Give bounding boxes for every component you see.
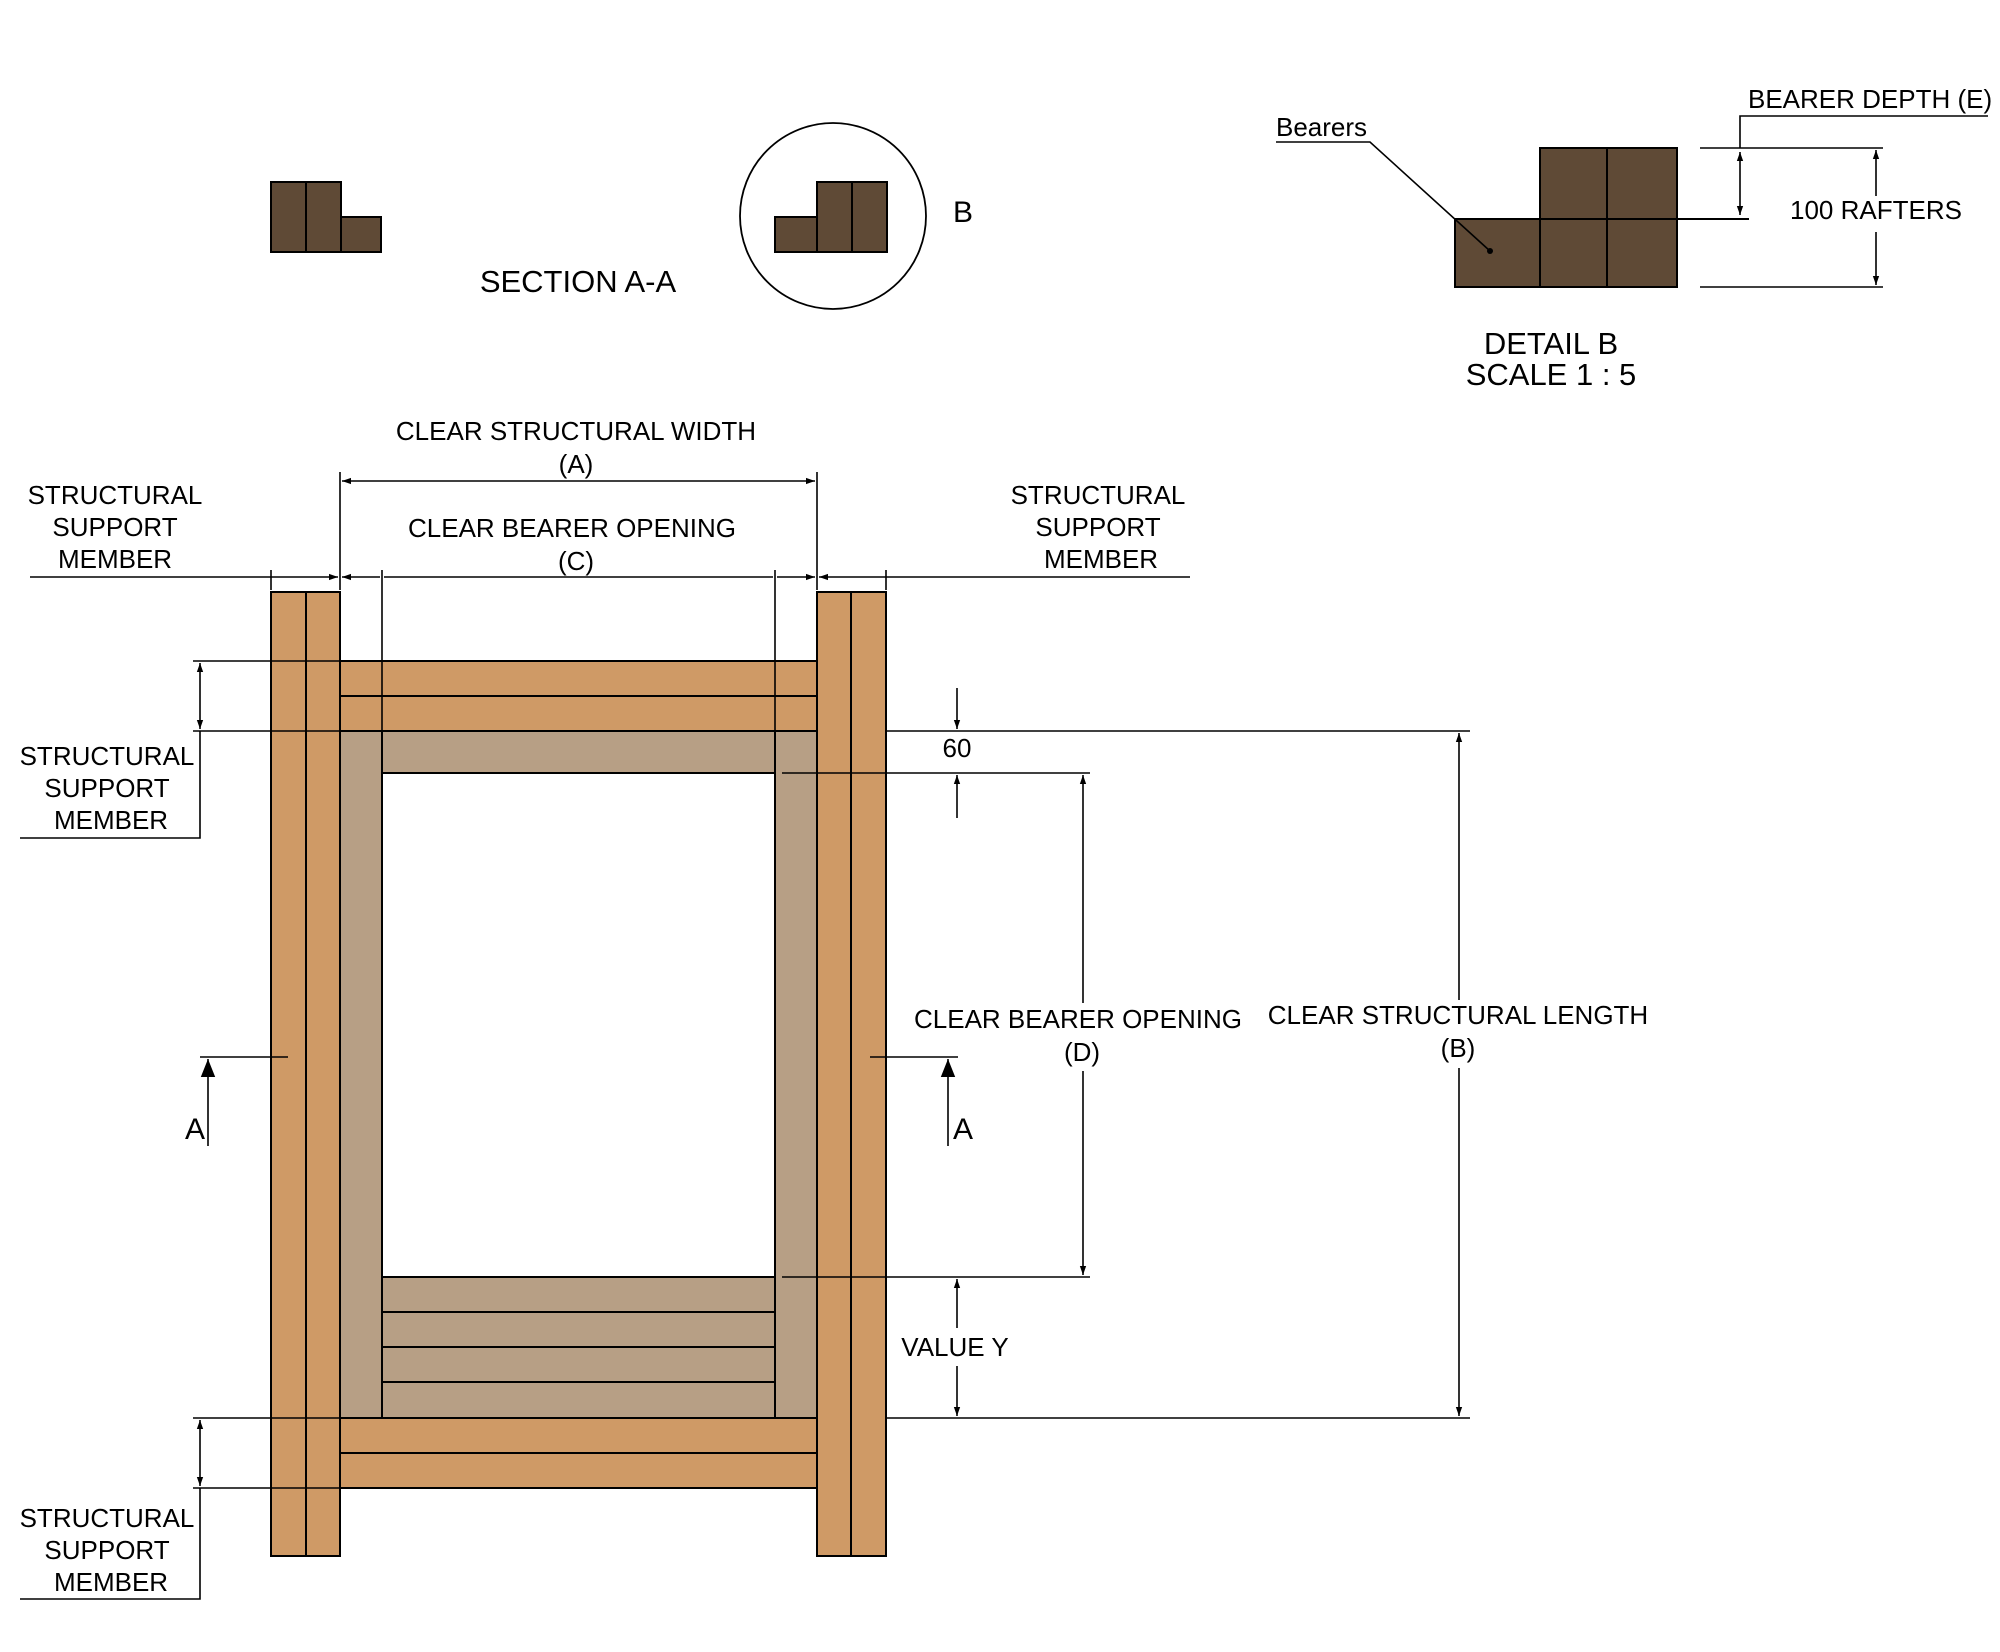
section-aa-right-profile: [774, 181, 888, 253]
ssm-side-upper-2: SUPPORT: [44, 773, 169, 803]
bearer-right: [774, 730, 818, 1419]
ssm-left-top-1: STRUCTURAL: [28, 480, 203, 510]
bearer-left: [339, 730, 383, 1419]
detail-callout-letter: B: [953, 196, 973, 229]
ssm-side-lower-1: STRUCTURAL: [20, 1503, 195, 1533]
ssm-left-top-2: SUPPORT: [52, 512, 177, 542]
bottom-structural-member: [339, 1417, 818, 1489]
clear-bearer-opening-d-label: CLEAR BEARER OPENING: [914, 1004, 1242, 1034]
section-aa-title: SECTION A-A: [480, 264, 677, 299]
ssm-side-upper-3: MEMBER: [54, 805, 168, 835]
opening-c-tag: (C): [558, 546, 594, 576]
length-b-tag: (B): [1441, 1033, 1476, 1063]
width-a-tag: (A): [559, 449, 594, 479]
right-structural-member: [816, 591, 887, 1557]
clear-structural-length-label: CLEAR STRUCTURAL LENGTH: [1268, 1000, 1648, 1030]
bearer-depth-leader: [1739, 115, 1988, 148]
bearers-label: Bearers: [1276, 112, 1367, 142]
plan-dimensions: CLEAR STRUCTURAL WIDTH (A) CLEAR BEARER …: [20, 416, 1655, 1600]
value-y-label: VALUE Y: [901, 1332, 1008, 1362]
detail-b-scale: SCALE 1 : 5: [1466, 357, 1637, 392]
ssm-side-lower-2: SUPPORT: [44, 1535, 169, 1565]
section-mark-right-letter: A: [953, 1113, 973, 1146]
ssm-right-top-1: STRUCTURAL: [1011, 480, 1186, 510]
bearer-top: [381, 730, 776, 774]
detail-b-profile: [1454, 147, 1749, 288]
rafters-label: 100 RAFTERS: [1790, 195, 1962, 225]
section-mark-left-letter: A: [185, 1113, 205, 1146]
section-aa: SECTION A-A B: [270, 122, 973, 310]
opening-d-tag: (D): [1064, 1037, 1100, 1067]
ssm-side-upper-1: STRUCTURAL: [20, 741, 195, 771]
ssm-side-upper-leader: [20, 731, 201, 839]
section-mark-right[interactable]: A: [870, 1056, 973, 1146]
ssm-right-top-2: SUPPORT: [1035, 512, 1160, 542]
bearers-leader: [1276, 141, 1491, 252]
section-aa-left-profile: [270, 181, 382, 253]
detail-b-callout-circle[interactable]: [739, 122, 927, 310]
bearer-depth-label: BEARER DEPTH (E): [1748, 84, 1992, 114]
section-mark-left[interactable]: A: [185, 1056, 288, 1146]
clear-structural-width-label: CLEAR STRUCTURAL WIDTH: [396, 416, 756, 446]
ssm-right-top-3: MEMBER: [1044, 544, 1158, 574]
dim-60-label: 60: [943, 733, 972, 763]
plan-view: [270, 591, 887, 1557]
ssm-side-lower-leader: [20, 1488, 201, 1600]
left-structural-member: [270, 591, 341, 1557]
ssm-left-top-3: MEMBER: [58, 544, 172, 574]
detail-b-title: DETAIL B: [1484, 326, 1618, 361]
top-structural-member: [339, 660, 818, 732]
clear-bearer-opening-c-label: CLEAR BEARER OPENING: [408, 513, 736, 543]
bearer-bottom-boards: [381, 1276, 776, 1419]
detail-b: Bearers BEARER DEPTH (E) 100 RAFTERS DET…: [1276, 84, 1992, 392]
ssm-side-lower-3: MEMBER: [54, 1567, 168, 1597]
